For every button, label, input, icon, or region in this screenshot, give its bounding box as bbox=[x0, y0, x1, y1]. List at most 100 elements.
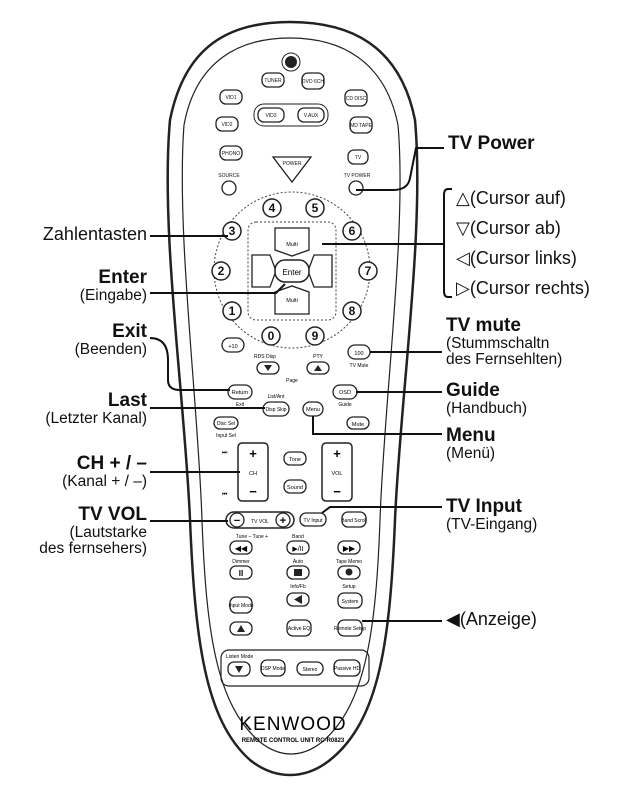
input-mode-label: Input Mode bbox=[228, 603, 253, 609]
page-down-arrow bbox=[264, 365, 272, 371]
band-label: Band bbox=[292, 534, 304, 540]
vol-minus: − bbox=[333, 484, 341, 499]
number-5-button[interactable] bbox=[305, 198, 325, 218]
number-4-button[interactable] bbox=[262, 198, 282, 218]
listen-mode-group bbox=[220, 649, 370, 687]
enter-title: Enter bbox=[98, 267, 147, 288]
tv-mute-key-label: TV Mute bbox=[350, 363, 369, 369]
brand-logo: KENWOOD bbox=[239, 714, 346, 735]
number-1-button[interactable] bbox=[222, 301, 242, 321]
phono-button[interactable] bbox=[219, 145, 243, 161]
menu-leader bbox=[312, 416, 442, 435]
number-0-label: 0 bbox=[268, 329, 275, 343]
band-scroll-label: Band Scroll bbox=[341, 518, 367, 524]
mute-button[interactable] bbox=[346, 416, 370, 430]
md-button[interactable] bbox=[349, 116, 373, 134]
power-button[interactable] bbox=[271, 156, 313, 184]
number-buttons bbox=[211, 198, 378, 346]
menu-callout: Menu (Menü) bbox=[446, 426, 496, 462]
tv-source-button[interactable] bbox=[347, 149, 369, 165]
active-eq-button[interactable] bbox=[286, 619, 312, 637]
model-label: REMOTE CONTROL UNIT RC-R0823 bbox=[242, 738, 345, 744]
pause-button[interactable] bbox=[229, 565, 253, 580]
rds-disp-label: RDS Disp bbox=[254, 354, 276, 360]
stereo-button[interactable] bbox=[296, 661, 324, 676]
system-button[interactable] bbox=[337, 592, 363, 609]
cursor-right-text: (Cursor rechts) bbox=[469, 278, 590, 298]
plus10-button[interactable] bbox=[221, 337, 245, 353]
vaux-button[interactable] bbox=[297, 107, 325, 123]
number-6-button[interactable] bbox=[342, 221, 362, 241]
input-mode-button[interactable] bbox=[229, 596, 253, 614]
vol-plus: + bbox=[333, 446, 341, 461]
ir-emitter bbox=[285, 56, 297, 68]
tv-power-callout: TV Power bbox=[448, 134, 535, 154]
tv-vol-up-sign: + bbox=[280, 515, 286, 527]
page-label: Page bbox=[286, 378, 298, 384]
cursor-down-button[interactable] bbox=[274, 285, 310, 315]
remote-setup-label: Remote Setup bbox=[334, 626, 366, 632]
number-9-label: 9 bbox=[312, 329, 319, 343]
rewind-icon: ◀◀ bbox=[235, 544, 248, 553]
tv-input-button[interactable] bbox=[299, 512, 327, 527]
remote-setup-button[interactable] bbox=[337, 619, 363, 637]
tv-input-subtitle: (TV-Eingang) bbox=[446, 515, 538, 533]
cd-button[interactable] bbox=[344, 89, 368, 107]
enter-key[interactable] bbox=[274, 259, 310, 283]
multi-up-label: Multi bbox=[286, 242, 298, 248]
cursor-down-text: (Cursor ab) bbox=[469, 218, 561, 238]
sound-button[interactable] bbox=[283, 479, 307, 494]
cursor-up-small-icon bbox=[237, 625, 245, 632]
return-button[interactable] bbox=[227, 384, 253, 400]
osd-label: OSD bbox=[339, 390, 351, 396]
cursor-left-button[interactable] bbox=[251, 254, 277, 288]
menu-key-label: Menu bbox=[306, 407, 320, 413]
display-arrow-icon bbox=[294, 595, 302, 604]
tv-vol-down-button[interactable] bbox=[229, 512, 245, 528]
tone-button[interactable] bbox=[283, 451, 307, 466]
tone-label: Tone bbox=[289, 457, 301, 463]
disc-sel-button[interactable] bbox=[213, 416, 239, 430]
setup-label: Setup bbox=[342, 584, 355, 590]
band-scroll-button[interactable] bbox=[341, 511, 367, 528]
ir-emitter-ring bbox=[281, 52, 301, 72]
tv-vol-up-button[interactable] bbox=[275, 512, 291, 528]
number-1-label: 1 bbox=[229, 304, 236, 318]
tuner-button[interactable] bbox=[261, 72, 285, 88]
cursor-bracket bbox=[443, 188, 452, 298]
source-button[interactable] bbox=[221, 180, 237, 196]
forward-button[interactable] bbox=[337, 540, 361, 555]
dvd-button[interactable] bbox=[301, 72, 325, 90]
number-5-label: 5 bbox=[312, 201, 319, 215]
cursor-right-button[interactable] bbox=[307, 254, 333, 288]
leader-lines bbox=[149, 147, 452, 622]
cursor-left-text: (Cursor links) bbox=[469, 248, 577, 268]
number-3-label: 3 bbox=[229, 224, 236, 238]
number-7-button[interactable] bbox=[358, 261, 378, 281]
vid1-button[interactable] bbox=[219, 89, 243, 105]
cursor-callouts: △(Cursor auf) ▽(Cursor ab) ◁(Cursor link… bbox=[456, 183, 590, 303]
dimmer-label: Dimmer bbox=[232, 559, 250, 565]
dsp-mode-button[interactable] bbox=[260, 659, 286, 677]
enter-leader bbox=[150, 283, 286, 294]
stereo-label: Stereo bbox=[303, 667, 318, 673]
cursor-up-button[interactable] bbox=[274, 227, 310, 257]
mute-label: Mute bbox=[352, 422, 364, 428]
record-icon bbox=[345, 568, 353, 576]
number-9-button[interactable] bbox=[305, 326, 325, 346]
vol-rocker[interactable] bbox=[321, 442, 353, 502]
number-0-button[interactable] bbox=[261, 326, 281, 346]
tune-label: Tune – Tune + bbox=[236, 534, 268, 540]
vid3-button[interactable] bbox=[257, 107, 285, 123]
rewind-button[interactable] bbox=[229, 540, 253, 555]
number-8-button[interactable] bbox=[342, 301, 362, 321]
tv-power-button[interactable] bbox=[348, 180, 364, 196]
passive-hd-button[interactable] bbox=[333, 659, 361, 677]
pause-icon: II bbox=[239, 569, 243, 578]
enter-callout: Enter (Eingabe) bbox=[80, 268, 147, 304]
exit-key-label: Exit bbox=[236, 402, 245, 408]
vid2-button[interactable] bbox=[215, 116, 239, 132]
number-2-button[interactable] bbox=[211, 261, 231, 281]
tv-vol-title: TV VOL bbox=[78, 504, 147, 525]
play-pause-button[interactable] bbox=[286, 540, 310, 555]
